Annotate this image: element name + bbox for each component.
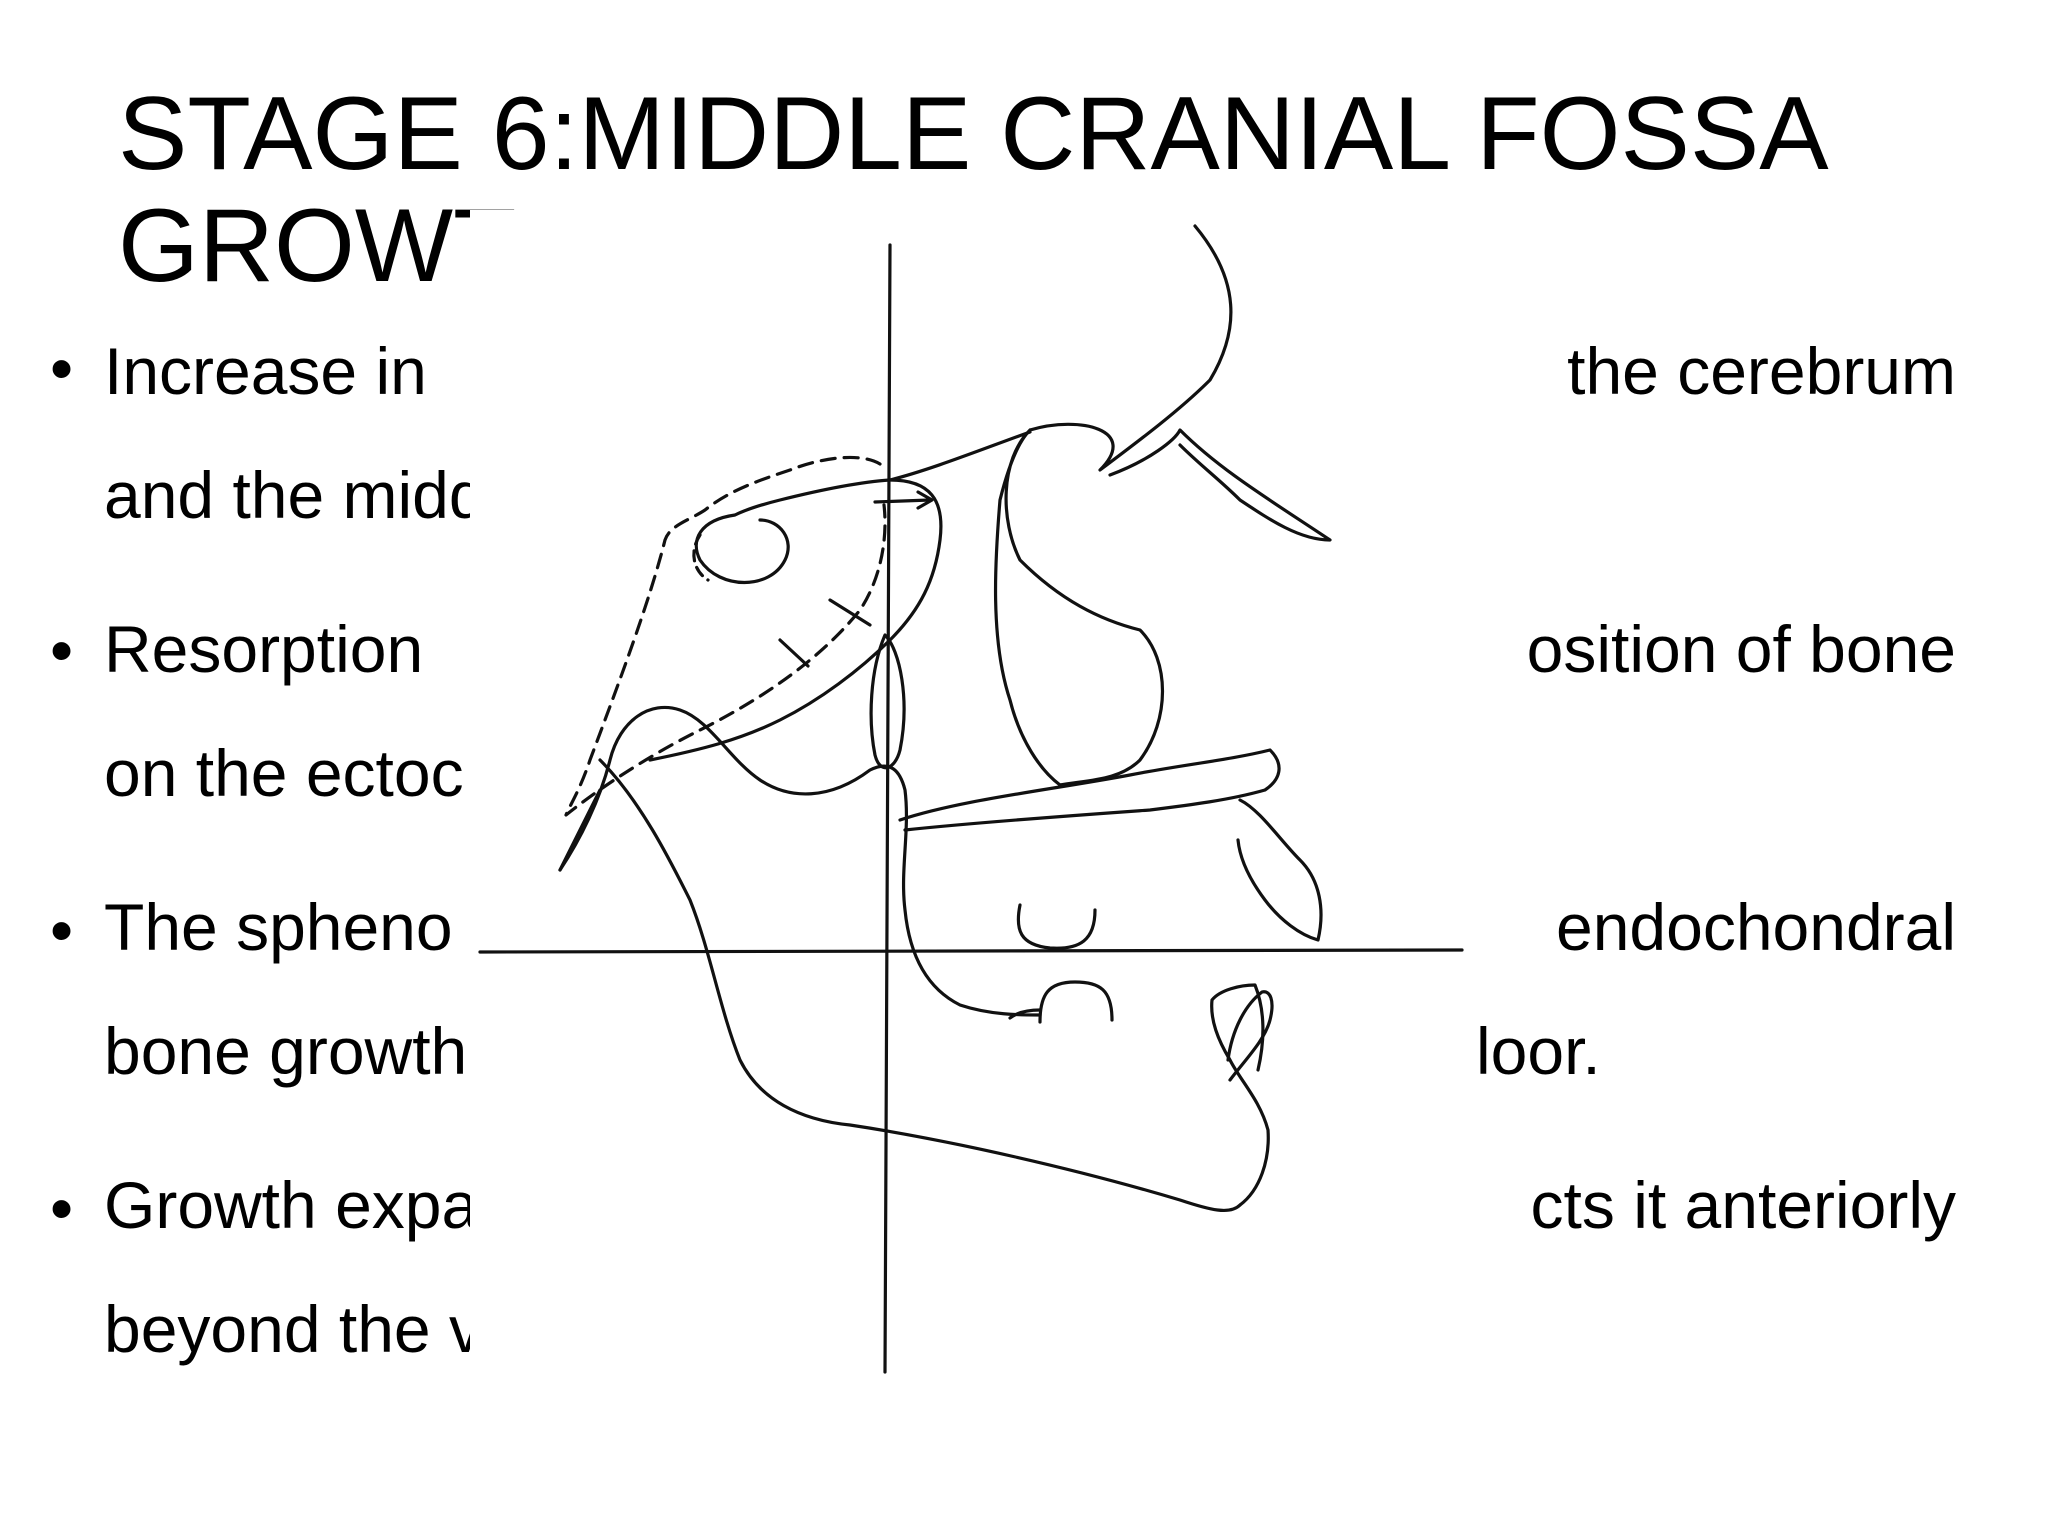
title-line-1: STAGE 6:MIDDLE CRANIAL FOSSA	[118, 76, 1829, 192]
bullet-2-cont: on the ectoc	[104, 736, 464, 810]
tracing-drawing	[478, 224, 1464, 1374]
bullet-dot: •	[50, 613, 74, 687]
dashed-inner-contour	[692, 533, 710, 582]
molar-connector	[1008, 1008, 1042, 1020]
bullet-1-right: the cerebrum	[1567, 334, 1956, 408]
growth-arrow	[873, 498, 932, 504]
lower-molar	[1038, 980, 1114, 1024]
bullet-2-right: osition of bone	[1526, 612, 1956, 686]
posterior-cranial-outline	[558, 705, 1042, 1017]
bullet-2-left: Resorption	[104, 612, 424, 686]
upper-incisor	[1236, 798, 1323, 942]
sella-nasion-line	[888, 430, 1032, 482]
growth-arrow	[828, 598, 872, 627]
bullet-3-right: endochondral	[1556, 890, 1956, 964]
bullet-4-right: cts it anteriorly	[1530, 1168, 1956, 1242]
growth-arrow	[778, 638, 810, 668]
bullet-4-cont: beyond the v	[104, 1292, 482, 1366]
title-line-2: GROWT	[118, 188, 517, 304]
vertical-reference-line	[883, 243, 892, 1374]
bullet-3-left: The spheno	[104, 890, 453, 964]
arrowhead	[916, 490, 934, 510]
mastoid-outline	[558, 788, 602, 872]
bullet-dot: •	[50, 331, 74, 405]
bullet-1-cont: and the midď	[104, 458, 490, 532]
bullet-dot: •	[50, 1171, 74, 1245]
bullet-3-cont: bone growth	[104, 1014, 468, 1088]
bullet-1-left: Increase in	[104, 334, 427, 408]
bullet-4-left: Growth expa	[104, 1168, 479, 1242]
nasal-bone	[1108, 428, 1332, 542]
bullet-3-cont-right: loor.	[1476, 1014, 1601, 1088]
cephalometric-tracing-figure	[470, 210, 1470, 1390]
upper-molar	[1016, 903, 1097, 950]
horizontal-reference-line	[478, 948, 1464, 954]
mandibular-lower-border	[598, 758, 1242, 1212]
lower-incisor	[1226, 990, 1274, 1082]
bullet-dot: •	[50, 893, 74, 967]
dashed-growth-outline	[564, 455, 887, 817]
slide-title: STAGE 6:MIDDLE CRANIAL FOSSA GROWT	[118, 78, 1918, 302]
palatal-plane	[898, 748, 1281, 832]
frontal-outline	[993, 224, 1233, 787]
